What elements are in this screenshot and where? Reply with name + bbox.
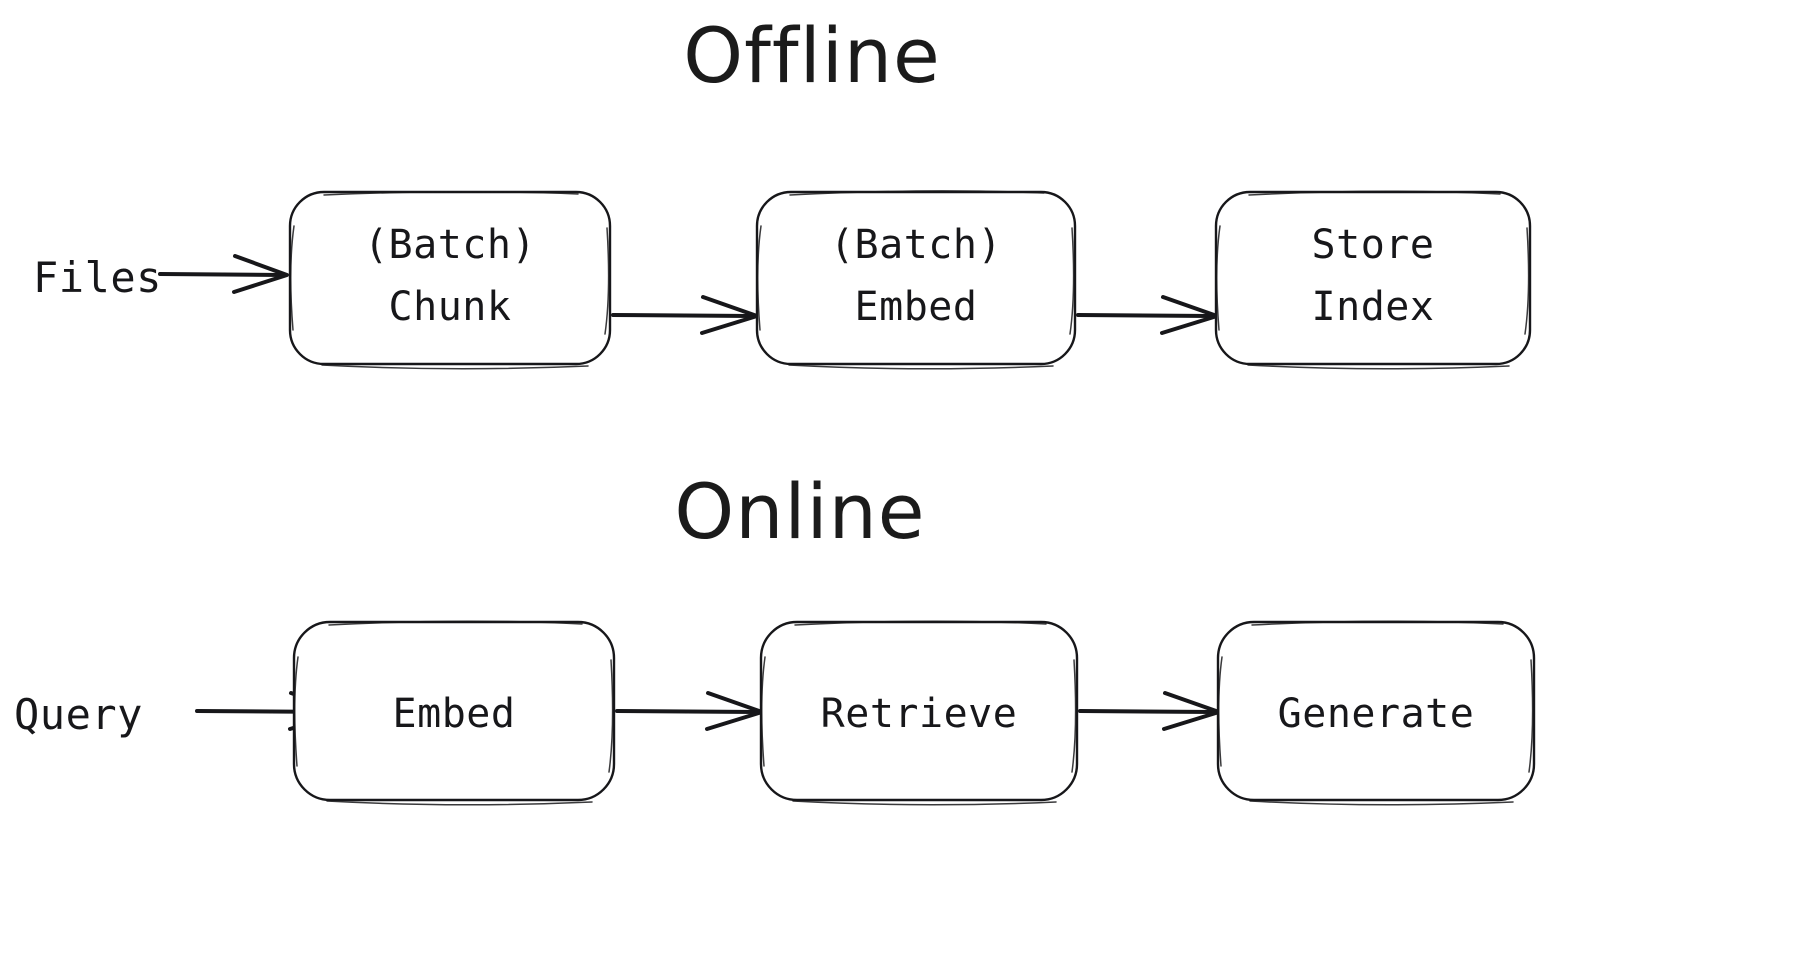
node-box [755,190,1077,366]
node-retrieve[interactable]: Retrieve [759,620,1079,806]
node-store-index[interactable]: Store Index [1214,190,1532,370]
node-label-line1: Embed [393,691,516,737]
node-box-sketch-echo [756,190,1075,370]
node-label-line2: Embed [855,284,978,330]
arrow-batch-embed-to-store-index [1076,295,1219,335]
section-heading-offline: Offline [683,11,941,100]
arrow-shaft [158,272,285,277]
node-box-sketch-echo [1217,620,1534,806]
node-box-sketch-echo [289,190,610,370]
arrow-shaft [611,313,754,318]
node-box-sketch-echo [1215,190,1530,370]
section-online: Online Query Embed [14,467,1536,806]
arrow-batch-chunk-to-batch-embed [611,295,759,335]
node-embed[interactable]: Embed [292,620,616,806]
node-label-line2: Chunk [389,284,512,330]
arrow-shaft [615,709,759,714]
input-label-query: Query [14,690,143,739]
node-box [288,190,612,366]
node-batch-chunk[interactable]: (Batch) Chunk [288,190,612,370]
node-label-line1: Generate [1278,691,1475,737]
node-box [1214,190,1532,366]
node-label-line1: Store [1312,222,1435,268]
arrow-shaft [1076,313,1214,318]
section-heading-online: Online [674,467,925,556]
section-offline: Offline Files (Batch) Chunk [33,11,1532,370]
node-batch-embed[interactable]: (Batch) Embed [755,190,1077,370]
input-label-files: Files [33,253,162,302]
arrow-embed-to-retrieve [615,691,764,731]
node-label-line1: Retrieve [821,691,1018,737]
node-label-line1: (Batch) [830,222,1002,268]
node-box-sketch-echo [760,620,1077,806]
arrow-shaft [1078,709,1216,714]
node-label-line1: (Batch) [364,222,536,268]
node-generate[interactable]: Generate [1216,620,1536,806]
node-box-sketch-echo [293,620,614,806]
arrow-retrieve-to-generate [1078,691,1221,731]
arrow-files-to-batch-chunk [158,254,289,294]
node-label-line2: Index [1312,284,1435,330]
arrow-head-icon [232,254,289,294]
